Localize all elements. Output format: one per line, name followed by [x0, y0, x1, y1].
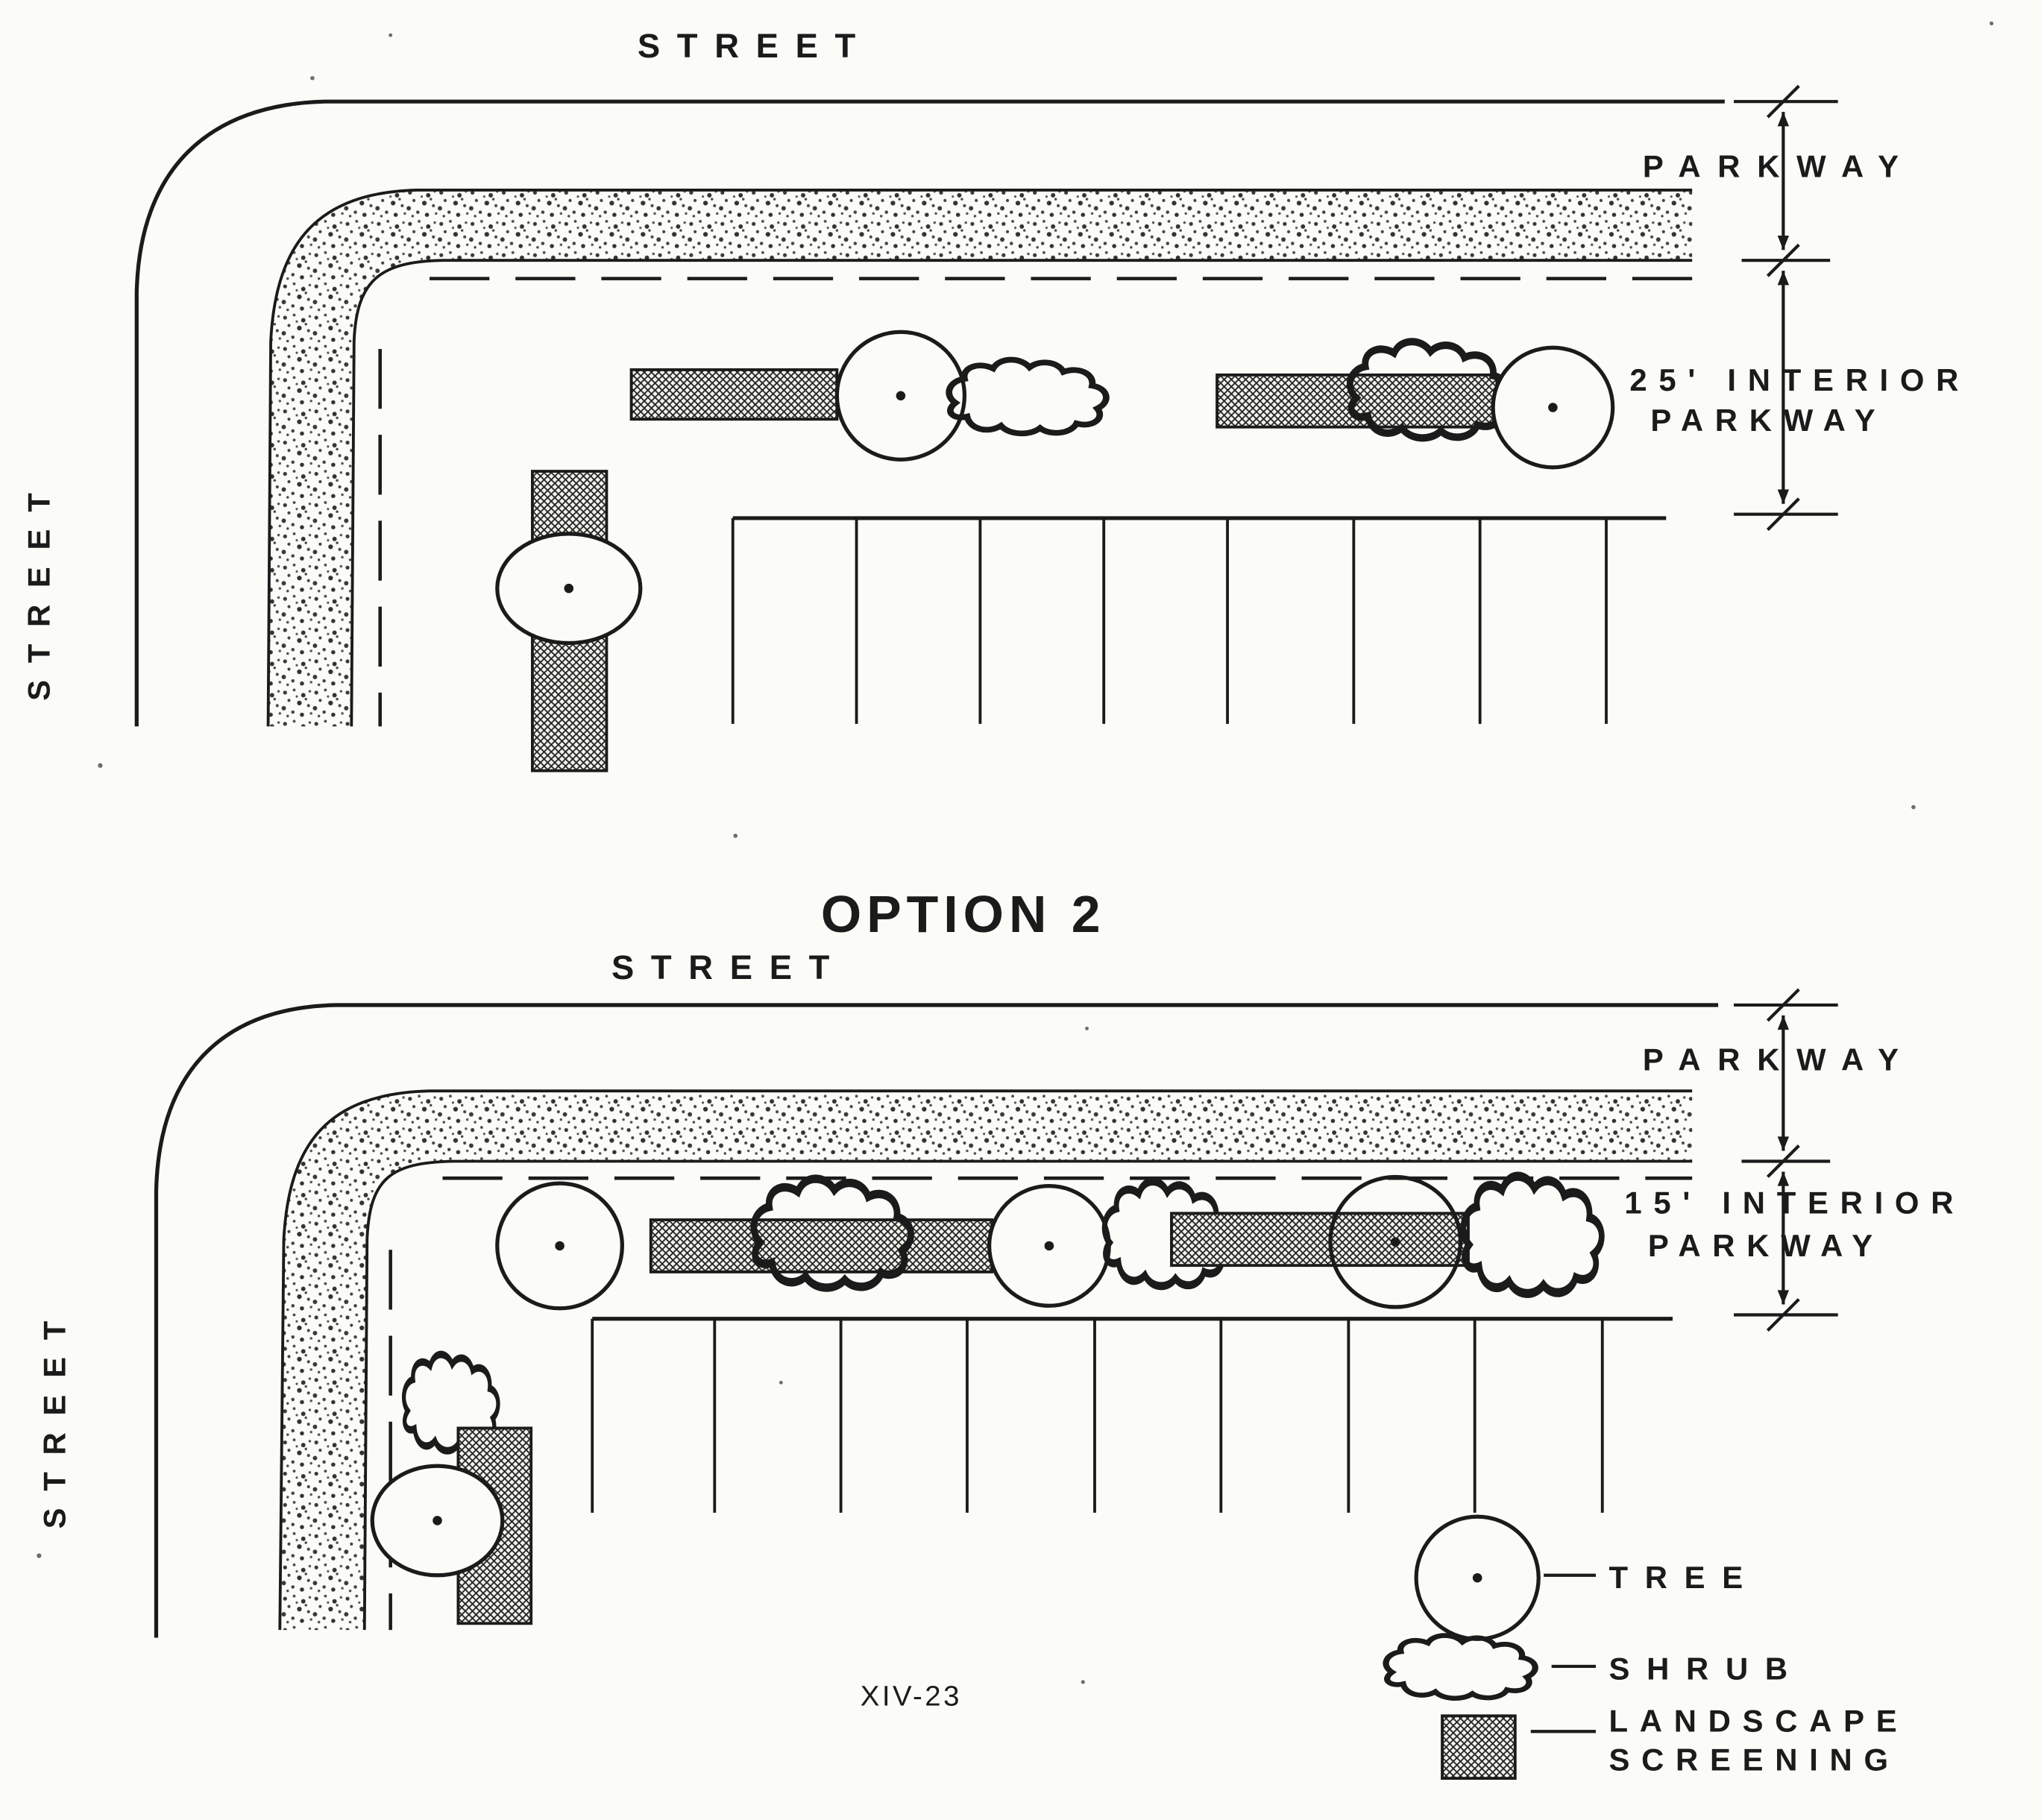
option2-parkway-stipple-band — [280, 1091, 1693, 1631]
option1-interior-parkway-label-line1: 25' INTERIOR — [1629, 362, 1970, 397]
option1-dimension-marks — [1734, 84, 1838, 532]
option1-street-outer-edge — [134, 99, 1725, 727]
option2-dimension-marks — [1734, 988, 1838, 1332]
scan-specks — [37, 21, 1994, 1684]
legend-shrub-label: SHRUB — [1608, 1651, 1804, 1686]
option2-parkway-label: PARKWAY — [1643, 1042, 1916, 1077]
option1-tree-3 — [495, 532, 643, 646]
option2-tree-2 — [987, 1184, 1111, 1308]
dim-tick-slash — [1766, 84, 1800, 119]
option1-tree-2 — [1491, 345, 1615, 470]
legend-landscape-label-line2: SCREENING — [1608, 1742, 1899, 1778]
legend-tree-symbol — [1414, 1514, 1541, 1641]
option2-diagram: OPTION 2 STREET — [37, 885, 1965, 1638]
option1-parkway-stipple-band — [268, 189, 1693, 727]
dim-tick-slash — [1766, 1298, 1800, 1332]
option2-tree-3 — [1328, 1174, 1463, 1309]
option1-diagram: STREET PARKWAY 25' INTERIOR PARKWAY STRE… — [21, 27, 1970, 772]
option2-parking-stalls — [591, 1317, 1673, 1513]
option2-street-outer-edge — [154, 1003, 1719, 1638]
option1-street-top-label: STREET — [638, 27, 872, 65]
option2-street-left-label: STREET — [37, 1304, 72, 1528]
legend-landscape-screening-symbol — [1441, 1714, 1517, 1780]
dim-tick-slash — [1766, 1144, 1800, 1178]
option2-landscape-screening-bar-1 — [649, 1218, 994, 1273]
option2-shrub-3 — [1463, 1177, 1601, 1294]
option2-title: OPTION 2 — [821, 885, 1106, 943]
option1-interior-parkway-label-line2: PARKWAY — [1650, 403, 1887, 438]
option1-tree-1 — [834, 330, 967, 462]
dim-tick-slash — [1766, 988, 1800, 1022]
legend: TREE SHRUB LANDSCAPE SCREENING — [1386, 1514, 1908, 1780]
option1-parking-stalls — [731, 516, 1667, 724]
option1-parkway-label: PARKWAY — [1643, 148, 1916, 183]
option2-landscape-screening-bar-2 — [1170, 1212, 1470, 1268]
option2-tree-1 — [495, 1181, 624, 1311]
option2-street-top-label: STREET — [611, 948, 846, 986]
option1-landscape-screening-bar-1 — [629, 368, 839, 421]
option1-parkway-band-inner-line — [350, 259, 1693, 727]
dim-tick-slash — [1766, 243, 1800, 277]
option2-interior-parkway-label-line1: 15' INTERIOR — [1624, 1185, 1965, 1220]
legend-landscape-label-line1: LANDSCAPE — [1608, 1703, 1908, 1738]
option1-shrub-1 — [949, 359, 1107, 433]
legend-shrub-symbol — [1386, 1636, 1535, 1698]
dim-tick-slash — [1766, 497, 1800, 532]
option1-street-left-label: STREET — [21, 476, 56, 701]
option2-parkway-band-inner-line — [362, 1159, 1693, 1631]
option2-interior-parkway-label-line2: PARKWAY — [1648, 1228, 1884, 1263]
page-number: XIV-23 — [861, 1680, 962, 1712]
option1-parkway-band-outer-line — [266, 189, 1693, 727]
legend-tree-label: TREE — [1608, 1560, 1759, 1595]
option2-corner-tree — [370, 1464, 505, 1578]
option2-parkway-band-outer-line — [278, 1089, 1693, 1631]
